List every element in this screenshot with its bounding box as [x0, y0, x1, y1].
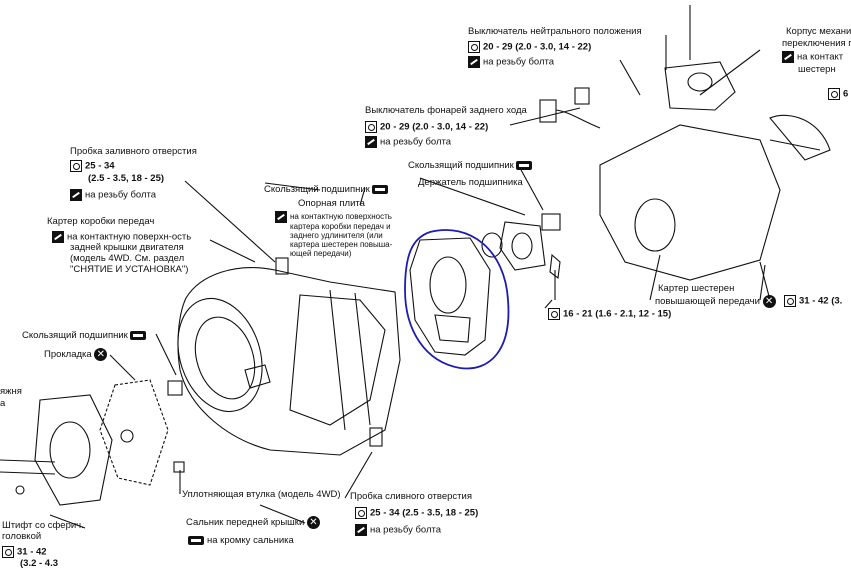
reverse-switch-label: Выключатель фонарей заднего хода	[365, 105, 527, 116]
support-plate-note-3: заднего удлинителя (или	[290, 231, 383, 240]
support-plate-note-5: ющей передачи)	[290, 249, 352, 258]
ball-pin-torque-2: (3.2 - 4.3	[20, 558, 59, 568]
drain-torque: 25 - 34 (2.5 - 3.5, 18 - 25)	[355, 507, 478, 519]
grease-icon	[188, 535, 204, 545]
sealant-icon	[355, 524, 367, 536]
drain-sealant: на резьбу болта	[355, 524, 441, 536]
transfer-case-text: повышающей передачи	[655, 296, 760, 308]
do-not-reuse-icon: ✕	[94, 348, 108, 361]
torque-icon	[355, 507, 367, 519]
torque-icon	[70, 160, 82, 172]
right-edge-torque-value: 6	[843, 88, 849, 100]
slide-bearing-mid-label: Скользящий подшипник	[264, 184, 391, 195]
neutral-torque-value: 20 - 29 (2.0 - 3.0, 14 - 22)	[483, 41, 592, 53]
left-edge-label-2: а	[0, 398, 6, 409]
sealant-icon	[70, 189, 82, 201]
torque-icon	[548, 308, 560, 320]
ball-pin-torque: 31 - 42	[2, 546, 47, 558]
ball-pin-torque-value: 31 - 42	[17, 546, 47, 558]
front-seal-text: Сальник передней крышки	[186, 517, 305, 529]
bolt-torque-right: 31 - 42 (3.	[784, 295, 842, 307]
gear-case-note-4: "СНЯТИЕ И УСТАНОВКА")	[70, 264, 189, 275]
fill-torque-2: (2.5 - 3.5, 18 - 25)	[88, 173, 165, 184]
ball-pin-label-1: Штифт со сферич.	[2, 520, 84, 531]
reverse-sealant-text: на резьбу болта	[380, 136, 452, 148]
fill-sealant: на резьбу болта	[70, 189, 156, 201]
drain-sealant-text: на резьбу болта	[370, 524, 442, 536]
fill-sealant-text: на резьбу болта	[85, 189, 157, 201]
fill-torque-1: 25 - 34	[70, 160, 115, 172]
drain-plug-label: Пробка сливного отверстия	[350, 491, 472, 502]
transfer-case-label-1: Картер шестерен	[658, 283, 735, 294]
left-edge-label-1: яжня	[0, 386, 22, 397]
sealant-icon	[782, 51, 794, 63]
reverse-torque: 20 - 29 (2.0 - 3.0, 14 - 22)	[365, 121, 488, 133]
bearing-holder-label: Держатель подшипника	[418, 177, 523, 188]
fill-torque-value: 25 - 34	[85, 160, 115, 172]
torque-icon	[784, 295, 796, 307]
torque-icon	[468, 41, 480, 53]
fill-plug-label: Пробка заливного отверстия	[70, 146, 197, 157]
slide-bearing-left-label: Скользящий подшипник	[22, 330, 149, 341]
drain-torque-value: 25 - 34 (2.5 - 3.5, 18 - 25)	[370, 507, 479, 519]
reverse-torque-value: 20 - 29 (2.0 - 3.0, 14 - 22)	[380, 121, 489, 133]
sealant-icon	[275, 211, 287, 223]
shift-housing-note-1: на контакт	[782, 51, 843, 63]
support-plate-note-4: картера шестерен повыша-	[290, 240, 393, 249]
gear-note-1-text: на контактную поверхн-ость	[67, 231, 192, 243]
bolt-torque-right-value: 31 - 42 (3.	[799, 295, 843, 307]
sealant-icon	[365, 136, 377, 148]
neutral-sealant-text: на резьбу болта	[483, 56, 555, 68]
bolt-torque-mid: 16 - 21 (1.6 - 2.1, 12 - 15)	[548, 308, 671, 320]
neutral-torque: 20 - 29 (2.0 - 3.0, 14 - 22)	[468, 41, 591, 53]
gear-case-note-1: на контактную поверхн-ость	[52, 231, 191, 243]
shift-housing-label-2: переключения п	[782, 38, 851, 49]
slide-bearing-left-text: Скользящий подшипник	[22, 330, 128, 341]
front-seal-label: Сальник передней крышки ✕	[186, 516, 323, 529]
gear-case-note-2: задней крышки двигателя	[70, 242, 184, 253]
transfer-case-label-2: повышающей передачи ✕	[655, 295, 779, 308]
grease-icon	[130, 330, 147, 340]
torque-icon	[828, 88, 840, 100]
bolt-torque-mid-value: 16 - 21 (1.6 - 2.1, 12 - 15)	[563, 308, 672, 320]
reverse-sealant: на резьбу болта	[365, 136, 451, 148]
torque-icon	[365, 121, 377, 133]
gear-case-note-3: (модель 4WD. См. раздел	[70, 253, 185, 264]
neutral-sealant: на резьбу болта	[468, 56, 554, 68]
seal-bush-label: Уплотняющая втулка (модель 4WD)	[182, 489, 341, 500]
right-edge-torque: 6	[828, 88, 848, 100]
sealant-icon	[52, 231, 64, 243]
do-not-reuse-icon: ✕	[306, 516, 320, 529]
support-plate-note-2: картера коробки передач и	[290, 222, 391, 231]
slide-bearing-top-text: Скользящий подшипник	[408, 160, 514, 171]
grease-icon	[516, 160, 533, 170]
sealant-icon	[468, 56, 480, 68]
ball-pin-label-2: головкой	[2, 531, 42, 542]
gear-case-label: Картер коробки передач	[47, 216, 155, 227]
shift-housing-note-text: на контакт	[797, 51, 844, 63]
shift-housing-note-2: шестерн	[798, 64, 836, 75]
do-not-reuse-icon: ✕	[762, 295, 776, 308]
front-seal-note-text: на кромку сальника	[207, 535, 294, 546]
gasket-label: Прокладка ✕	[44, 348, 110, 361]
gasket-text: Прокладка	[44, 349, 92, 361]
front-seal-note: на кромку сальника	[188, 535, 294, 546]
support-note-1-text: на контактную поверхность	[290, 212, 392, 222]
neutral-switch-label: Выключатель нейтрального положения	[468, 26, 642, 37]
highlight-ellipse	[404, 229, 510, 370]
torque-icon	[2, 546, 14, 558]
support-plate-label: Опорная плита	[298, 198, 365, 209]
grease-icon	[372, 184, 389, 194]
shift-housing-label-1: Корпус механиз	[786, 26, 851, 37]
slide-bearing-mid-text: Скользящий подшипник	[264, 184, 370, 195]
slide-bearing-top-label: Скользящий подшипник	[408, 160, 535, 171]
support-plate-note-1: на контактную поверхность	[275, 211, 392, 223]
